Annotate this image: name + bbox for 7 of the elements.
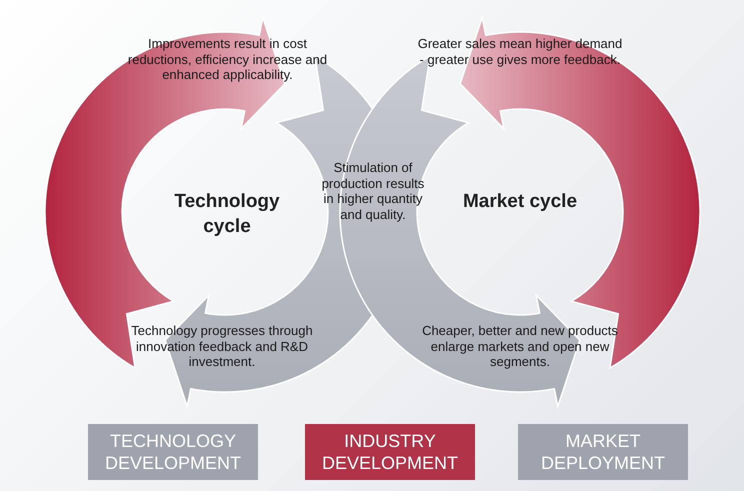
stage-box: TECHNOLOGY DEVELOPMENT [88, 424, 258, 480]
cycle-note: Stimulation of production results in higher quantity and quality. [320, 160, 426, 222]
stage-box: INDUSTRY DEVELOPMENT [305, 424, 475, 480]
cycle-label: Technology cycle [162, 190, 292, 240]
stage-box: MARKET DEPLOYMENT [518, 424, 688, 480]
cycle-note: Technology progresses through innovation feedback and R&D investment. [130, 323, 314, 370]
cycle-label: Market cycle [455, 190, 585, 215]
